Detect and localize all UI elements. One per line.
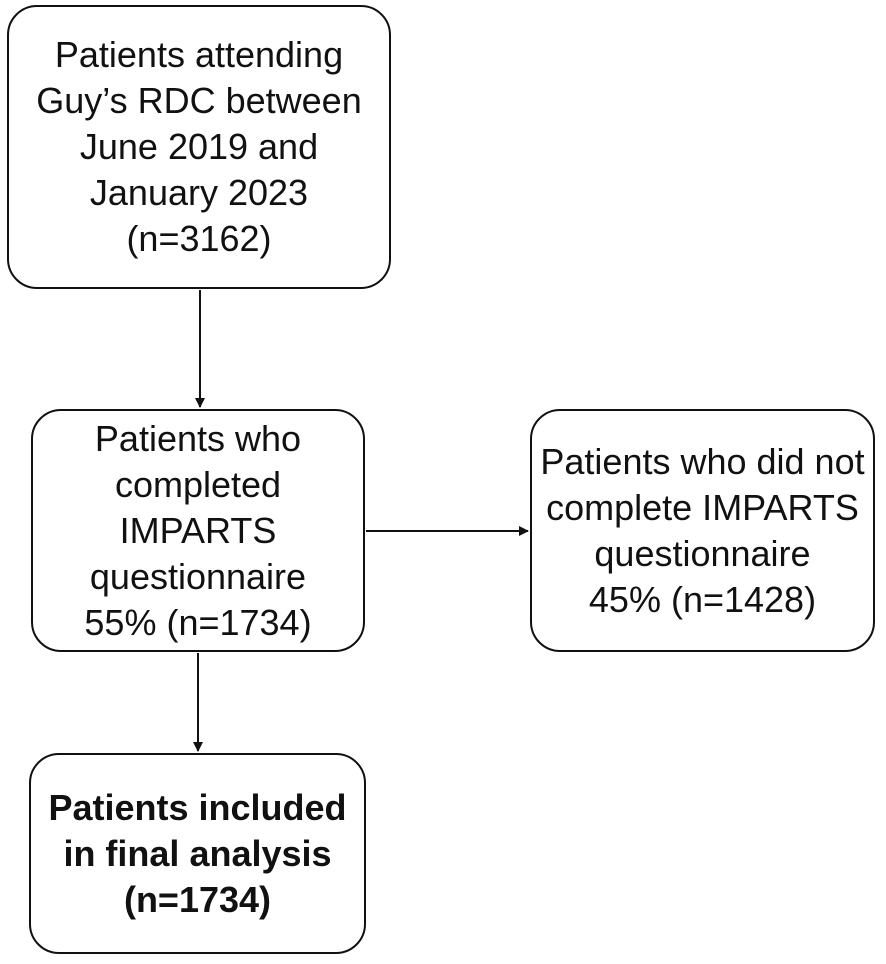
start-population-box: Patients attending Guy’s RDC between Jun… [7, 5, 391, 289]
box-line: Guy’s RDC between [36, 80, 362, 121]
box-line: complete IMPARTS [546, 486, 859, 528]
box-line: June 2019 and [79, 126, 319, 167]
box-line: questionnaire [89, 555, 307, 597]
box-line: 45% (n=1428) [588, 578, 817, 620]
box-line: Patients who [94, 417, 302, 459]
box-line: (n=3162) [126, 218, 272, 259]
box-line: 55% (n=1734) [84, 601, 312, 643]
box-line: IMPARTS [119, 509, 277, 551]
start-population-text: Patients attending Guy’s RDC between Jun… [36, 32, 361, 262]
completed-questionnaire-text: Patients who completed IMPARTS questionn… [84, 416, 311, 646]
box-line: Patients included [48, 786, 347, 828]
final-analysis-box: Patients included in final analysis (n=1… [29, 753, 366, 954]
box-line: in final analysis [63, 832, 332, 874]
not-completed-questionnaire-text: Patients who did not complete IMPARTS qu… [540, 439, 864, 623]
completed-questionnaire-box: Patients who completed IMPARTS questionn… [31, 409, 365, 652]
box-line: Patients attending [54, 34, 344, 75]
box-line: completed [114, 463, 282, 505]
not-completed-questionnaire-box: Patients who did not complete IMPARTS qu… [530, 409, 875, 652]
box-line: (n=1734) [123, 878, 272, 920]
box-line: January 2023 [89, 172, 309, 213]
box-line: Patients who did not [540, 440, 865, 482]
box-line: questionnaire [594, 532, 811, 574]
final-analysis-text: Patients included in final analysis (n=1… [48, 785, 346, 923]
